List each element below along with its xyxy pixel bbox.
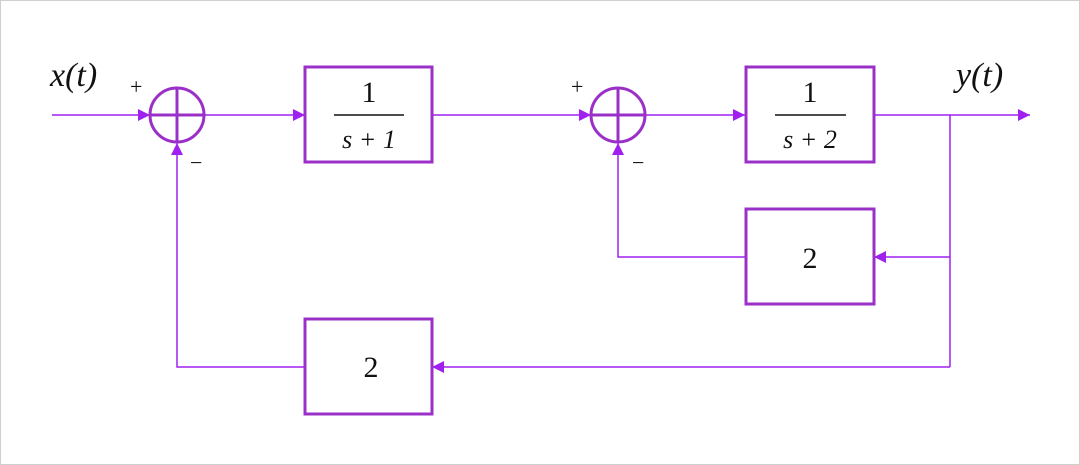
output-signal-label: y(t) [953,57,1003,94]
sum1-minus-sign: − [190,150,202,175]
input-signal-label: x(t) [49,57,97,94]
outer-feedback-return-line [171,143,305,368]
summing-junction-1 [148,86,206,144]
block2-denominator: s + 2 [783,125,837,154]
block1-denominator: s + 1 [342,125,396,154]
sum1-plus-sign: + [130,74,142,99]
block1-numerator: 1 [362,76,377,109]
summing-junction-2 [589,86,647,144]
sum2-minus-sign: − [632,150,644,175]
inner-feedback-block [744,207,876,306]
block2-numerator: 1 [803,76,818,109]
outer-feedback-block [303,317,434,416]
inner-feedback-return-line [612,143,745,258]
inner-feedback-gain: 2 [803,242,818,275]
sum2-plus-sign: + [571,74,583,99]
outer-feedback-gain: 2 [364,351,379,384]
